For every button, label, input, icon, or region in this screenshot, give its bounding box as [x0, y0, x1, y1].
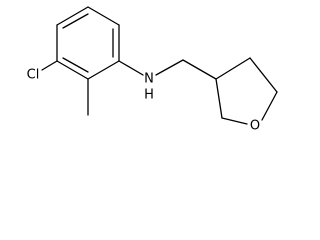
chlorine-bond: [41, 60, 58, 71]
aryl-amine-bond: [118, 60, 144, 76]
thf-bond-c2-c3: [215, 78, 223, 119]
amine-n-label: N: [144, 72, 154, 87]
thf-bond-c3-c4: [215, 57, 251, 80]
chlorine-label: Cl: [27, 68, 40, 83]
thf-bond-c5-o: [261, 91, 278, 121]
ring-double-bond-top: [62, 13, 89, 29]
ring-bond-top-right: [87, 6, 120, 26]
ring-bond-bottom-right: [87, 60, 120, 80]
thf-bond-o-c2: [221, 117, 248, 125]
ring-oxygen-label: O: [250, 119, 260, 134]
chemical-structure: Cl N H O: [27, 6, 278, 134]
tetrahydrofuran-ring: [215, 57, 278, 125]
ring-bond-bottom-left: [56, 60, 89, 80]
ring-bond-top-left: [56, 6, 89, 26]
methylene-ring-bond: [182, 59, 217, 80]
amine-h-label: H: [144, 88, 154, 103]
ring-double-bond-bottom: [62, 57, 89, 73]
thf-bond-c4-c5: [249, 57, 278, 93]
amine-methylene-bond: [155, 59, 184, 76]
benzene-ring: [56, 6, 120, 80]
